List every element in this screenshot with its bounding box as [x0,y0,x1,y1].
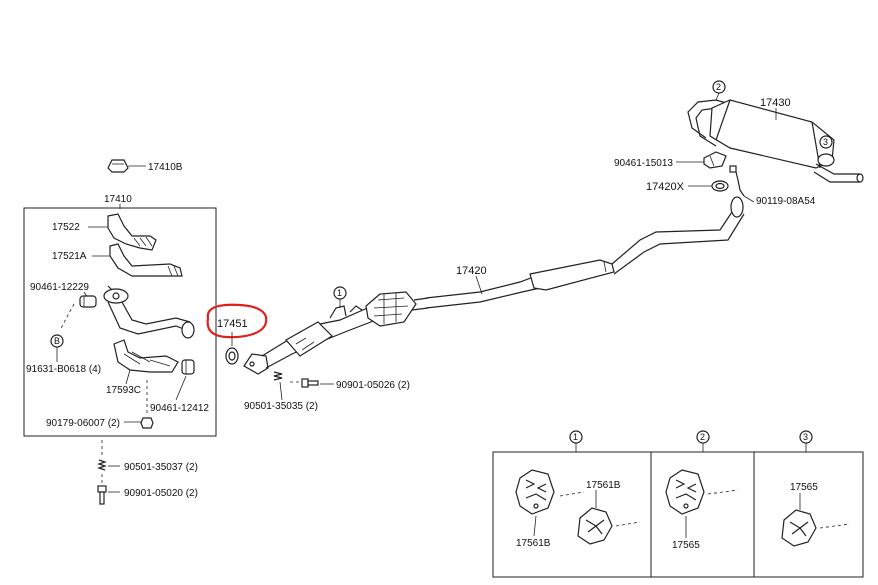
label-90501-35037: 90501-35037 (2) [124,462,198,473]
part-17522: 17522 [52,213,157,251]
label-90901-05026: 90901-05026 (2) [336,380,410,391]
label-circle-B: B [54,336,60,346]
part-90901-05026: 90901-05026 (2) [290,378,410,391]
label-90501-35035: 90501-35035 (2) [244,401,318,412]
label-17420X: 17420X [646,181,685,193]
part-17410B: 17410B [107,159,183,173]
label-17561B-col1-b: 17561B [586,480,621,491]
label-90901-05020: 90901-05020 (2) [124,488,198,499]
part-90461-15013: 90461-15013 [614,151,727,169]
label-17451: 17451 [217,318,248,330]
part-catalytic-front-pipe: 1 [243,286,429,375]
label-17521A: 17521A [52,251,87,262]
part-17420: 17420 [425,196,745,309]
label-17522: 17522 [52,222,80,233]
hanger-table-frame [492,451,864,578]
hanger-col-3: 17565 [781,482,851,547]
part-90119-08A54: 90119-08A54 [729,165,816,207]
part-90461-12229: 90461-12229 [30,282,97,308]
label-90461-12229: 90461-12229 [30,282,89,293]
part-90901-05020: 90901-05020 (2) [97,485,198,505]
hanger-col-1: 17561B 17561B [515,469,641,549]
label-17410: 17410 [104,194,132,205]
label-17410B: 17410B [148,162,183,173]
label-90119-08A54: 90119-08A54 [756,196,816,207]
label-91631-B0618: 91631-B0618 (4) [26,364,101,375]
label-17561B-col1: 17561B [516,538,551,549]
part-90501-35037: 90501-35037 (2) [97,459,198,473]
highlight-circle [206,303,268,339]
part-90461-12412: 90461-12412 [150,359,209,414]
part-17420X: 17420X [646,180,729,193]
circle-marker-3-main [819,135,833,149]
part-17521A: 17521A [52,243,183,277]
label-90179-06007: 90179-06007 (2) [46,418,120,429]
part-front-pipe [103,285,195,339]
label-col-1: 1 [573,432,578,442]
label-90461-15013: 90461-15013 [614,158,673,169]
label-17593C: 17593C [106,385,141,396]
label-circle-3-main: 3 [823,137,828,147]
part-17593C: 17593C [106,339,179,396]
label-17420: 17420 [456,265,487,277]
hanger-col-2: 17565 [665,469,739,551]
part-17451: 17451 [206,303,268,365]
part-90179-06007: 90179-06007 (2) [46,380,154,429]
manifold-group: 17410B 17410 17522 17521A 90461-12229 [23,159,217,437]
label-90461-12412: 90461-12412 [150,403,209,414]
part-17430: 17430 2 3 [687,80,864,183]
hanger-detail-table: 1 2 3 17561B 17561B [492,430,864,578]
label-circle-1-main: 1 [337,288,342,298]
part-90501-35035: 90501-35035 (2) [244,371,318,412]
stud-bolt-group: 90501-35037 (2) 90901-05020 (2) [97,440,198,505]
label-col-3: 3 [803,432,808,442]
label-17565-col3: 17565 [790,482,818,493]
label-col-2: 2 [700,432,705,442]
label-17565-col2: 17565 [672,540,700,551]
label-17430: 17430 [760,97,791,109]
part-91631-B0618: B 91631-B0618 (4) [26,303,101,375]
label-circle-2-main: 2 [716,82,721,92]
